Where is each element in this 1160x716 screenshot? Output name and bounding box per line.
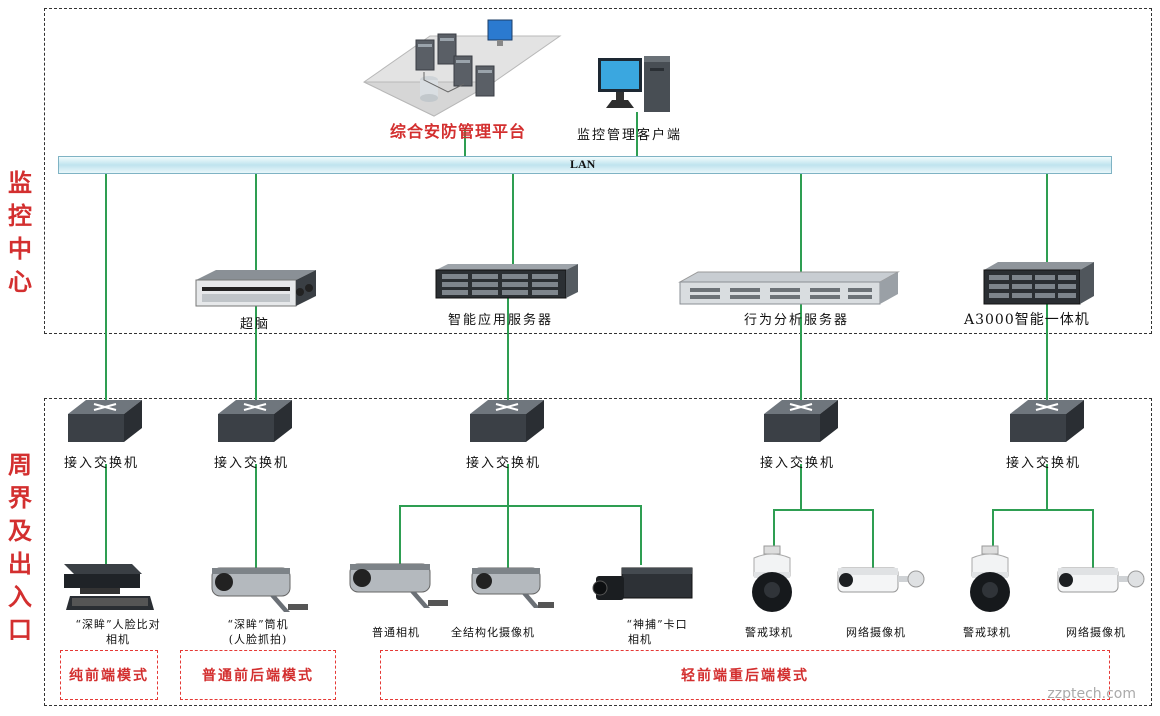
link-bus-net2 <box>1092 509 1094 569</box>
access-switch-icon-3 <box>470 400 544 442</box>
link-switch4-bus <box>773 509 874 511</box>
center-side-label: 监控中心 <box>8 168 32 296</box>
link-behavior-switch4 <box>800 304 802 404</box>
link-bus-structured-cam <box>507 505 509 571</box>
link-switch3-bus <box>399 505 642 507</box>
access-switch-icon-2 <box>218 400 292 442</box>
app-server-icon <box>435 264 578 299</box>
mode-pure-frontend: 纯前端模式 <box>60 650 158 700</box>
switch-label-2: 接入交换机 <box>214 456 290 471</box>
link-app-server-switch3 <box>507 296 509 404</box>
a3000-appliance-icon <box>983 262 1094 305</box>
access-switch-icon-4 <box>764 400 838 442</box>
switch-label-1: 接入交换机 <box>64 456 140 471</box>
camera-label-face-line2: 相机 <box>106 633 130 646</box>
camera-label-checkpoint-line2: 相机 <box>628 633 652 646</box>
mode-light-front-heavy-back: 轻前端重后端模式 <box>380 650 1110 700</box>
link-switch4-drop <box>800 464 802 510</box>
server-cluster-icon <box>363 19 562 117</box>
link-bus-normal-cam <box>399 505 401 567</box>
face-compare-camera-icon <box>64 564 154 610</box>
platform-label: 综合安防管理平台 <box>390 122 527 141</box>
lan-bus <box>58 156 1112 174</box>
camera-label-bullet: “深眸”筒机 (人脸抓拍) <box>210 617 306 647</box>
server-label-behavior: 行为分析服务器 <box>744 313 850 328</box>
monitoring-center-region <box>44 8 1152 334</box>
switch-label-5: 接入交换机 <box>1006 456 1082 471</box>
link-switch5-drop <box>1046 464 1048 510</box>
link-brain-switch2 <box>255 300 257 404</box>
watermark: zzptech.com <box>1047 686 1136 702</box>
link-bus-net1 <box>872 509 874 569</box>
link-client-lan <box>636 112 638 158</box>
link-lan-switch1 <box>105 172 107 404</box>
server-label-app: 智能应用服务器 <box>448 313 554 328</box>
dome-camera-icon-2 <box>970 545 1010 612</box>
camera-label-checkpoint: “神捕”卡口 相机 <box>612 617 702 647</box>
link-lan-behavior-server <box>800 172 802 276</box>
bullet-camera-icon-structured <box>471 567 554 608</box>
checkpoint-box-camera-icon <box>592 567 693 600</box>
camera-label-structured: 全结构化摄像机 <box>451 626 535 639</box>
dome-camera-icon-1 <box>752 545 792 612</box>
camera-label-net1: 网络摄像机 <box>846 626 906 639</box>
camera-label-checkpoint-line1: “神捕”卡口 <box>626 618 688 631</box>
link-switch1-face-cam <box>105 464 107 564</box>
lan-label: LAN <box>570 157 596 171</box>
client-label: 监控管理客户端 <box>577 128 683 143</box>
camera-label-dome2: 警戒球机 <box>963 626 1011 639</box>
bullet-camera-icon-normal <box>349 563 448 608</box>
camera-label-bullet-line1: “深眸”筒机 <box>227 618 289 631</box>
link-bus-dome1 <box>773 509 775 549</box>
client-pc-icon <box>598 56 670 112</box>
camera-label-normal: 普通相机 <box>372 626 420 639</box>
link-lan-app-server <box>512 172 514 268</box>
camera-label-face: “深眸”人脸比对 相机 <box>60 617 176 647</box>
link-platform-lan <box>464 128 466 158</box>
network-camera-icon-1 <box>837 567 925 593</box>
perimeter-side-label: 周界及出入口 <box>8 450 32 644</box>
link-switch2-bullet-cam <box>255 464 257 568</box>
camera-label-face-line1: “深眸”人脸比对 <box>75 618 161 631</box>
access-switch-icon-1 <box>68 400 142 442</box>
bullet-camera-icon-face <box>211 567 308 612</box>
behavior-server-icon <box>678 271 900 305</box>
link-switch3-drop <box>507 464 509 506</box>
camera-label-dome1: 警戒球机 <box>745 626 793 639</box>
camera-label-net2: 网络摄像机 <box>1066 626 1126 639</box>
perimeter-region <box>44 398 1152 706</box>
camera-label-bullet-line2: (人脸抓拍) <box>228 633 288 646</box>
server-label-brain: 超脑 <box>240 317 271 332</box>
link-switch5-bus <box>992 509 1094 511</box>
switch-label-3: 接入交换机 <box>466 456 542 471</box>
link-lan-brain <box>255 172 257 272</box>
network-camera-icon-2 <box>1057 567 1145 593</box>
link-bus-dome2 <box>992 509 994 549</box>
server-label-a3000: A3000智能一体机 <box>964 312 1090 328</box>
super-brain-nvr-icon <box>195 270 316 307</box>
link-bus-checkpoint-cam <box>640 505 642 565</box>
access-switch-icon-5 <box>1010 400 1084 442</box>
mode-normal-front-back: 普通前后端模式 <box>180 650 336 700</box>
switch-label-4: 接入交换机 <box>760 456 836 471</box>
